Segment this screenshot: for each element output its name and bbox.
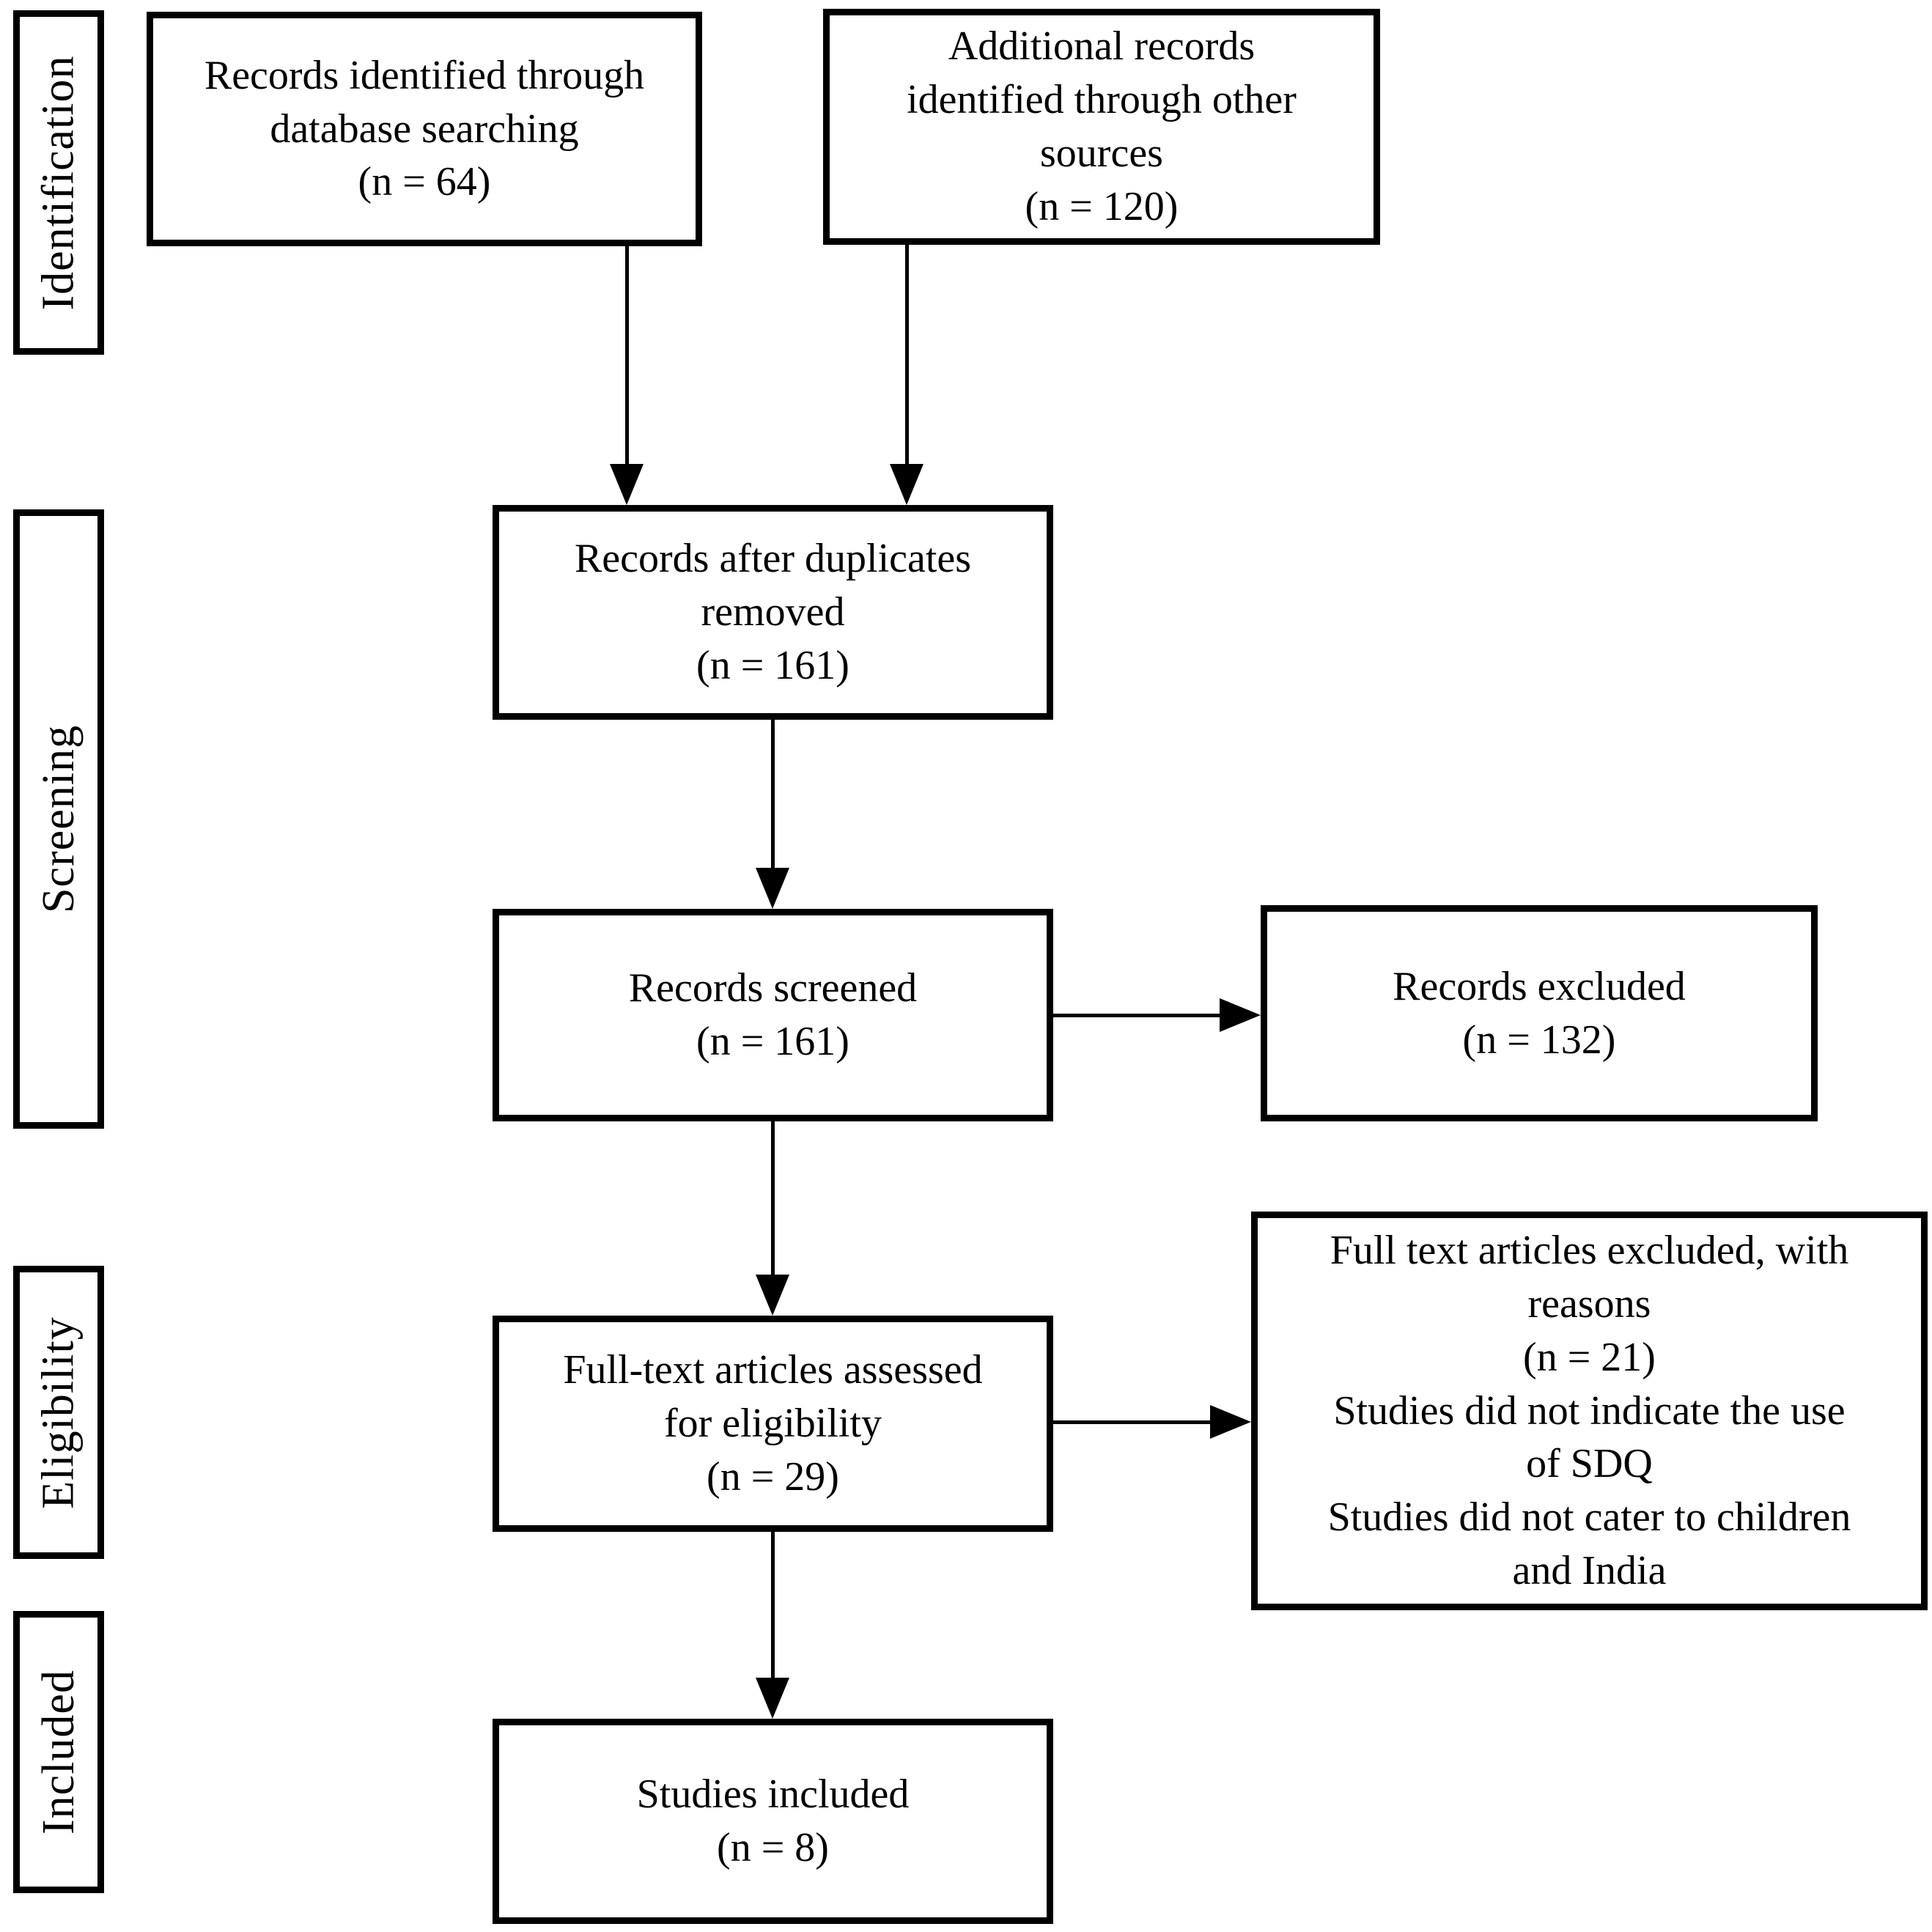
arrowhead-down-icon xyxy=(756,1678,789,1719)
box-text: Full-text articles assessed for eligibil… xyxy=(563,1347,983,1500)
arrow-line xyxy=(1053,1014,1222,1017)
box-text: Records screened (n = 161) xyxy=(628,965,918,1064)
box-text: Studies included (n = 8) xyxy=(636,1771,910,1870)
arrow-line xyxy=(771,1532,775,1680)
box-records-after-duplicates: Records after duplicates removed (n = 16… xyxy=(493,505,1053,720)
box-text: Additional records identified through ot… xyxy=(907,23,1297,229)
box-text: Records excluded (n = 132) xyxy=(1393,963,1686,1063)
stage-label-text: Screening xyxy=(33,725,84,913)
arrowhead-right-icon xyxy=(1210,1405,1251,1439)
arrowhead-down-icon xyxy=(610,464,644,505)
box-records-screened: Records screened (n = 161) xyxy=(493,909,1053,1121)
arrow-line xyxy=(905,245,909,466)
box-fulltext-excluded-reasons: Full text articles excluded, with reason… xyxy=(1251,1212,1928,1610)
arrow-line xyxy=(771,1121,775,1277)
box-additional-records: Additional records identified through ot… xyxy=(823,9,1380,245)
arrowhead-right-icon xyxy=(1220,998,1261,1032)
box-text: Records after duplicates removed (n = 16… xyxy=(574,536,972,688)
arrow-line xyxy=(1053,1420,1213,1424)
arrowhead-down-icon xyxy=(756,868,789,909)
box-studies-included: Studies included (n = 8) xyxy=(493,1719,1053,1924)
stage-label-eligibility: Eligibility xyxy=(13,1266,104,1559)
box-records-identified: Records identified through database sear… xyxy=(147,12,702,246)
arrowhead-down-icon xyxy=(890,464,923,505)
arrow-line xyxy=(771,720,775,870)
stage-label-included: Included xyxy=(13,1611,104,1893)
stage-label-screening: Screening xyxy=(13,509,104,1129)
stage-label-identification: Identification xyxy=(13,10,104,355)
box-records-excluded: Records excluded (n = 132) xyxy=(1261,905,1818,1121)
box-fulltext-assessed: Full-text articles assessed for eligibil… xyxy=(493,1316,1053,1532)
stage-label-text: Included xyxy=(33,1670,84,1835)
box-text: Records identified through database sear… xyxy=(204,52,645,205)
arrowhead-down-icon xyxy=(756,1275,789,1316)
stage-label-text: Eligibility xyxy=(33,1316,84,1509)
stage-label-text: Identification xyxy=(33,55,84,310)
arrow-line xyxy=(625,246,629,466)
box-text: Full text articles excluded, with reason… xyxy=(1327,1228,1851,1593)
